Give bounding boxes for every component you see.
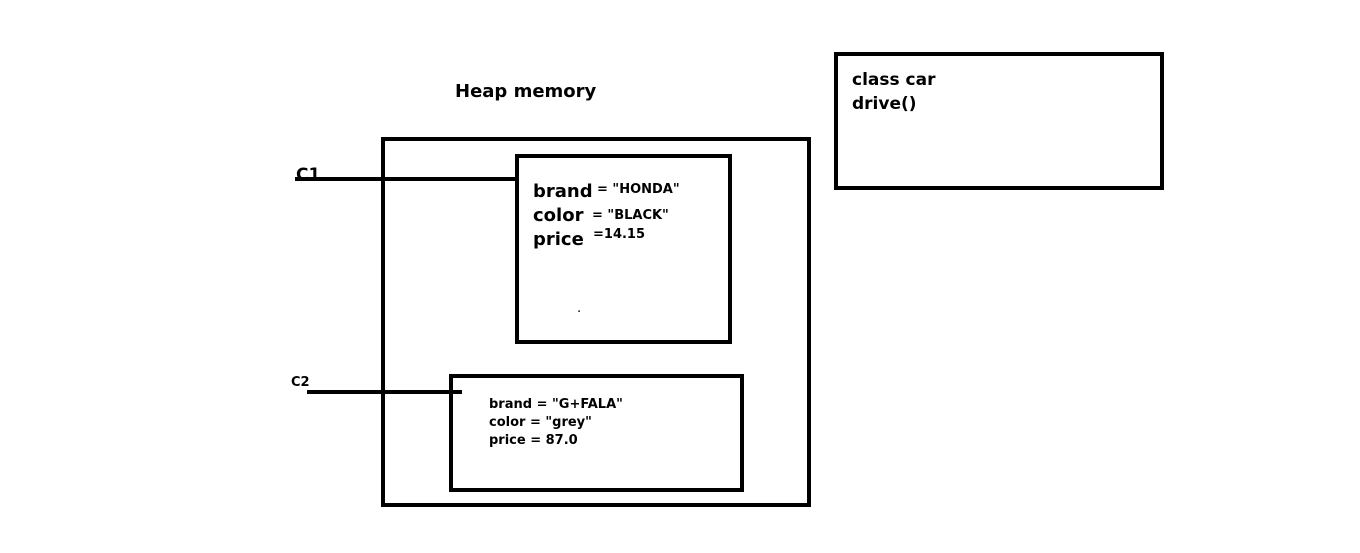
c2-color-line: color = "grey" xyxy=(489,415,592,430)
c1-brand-field: brand xyxy=(533,181,593,202)
object-c1-box xyxy=(515,154,732,344)
heap-memory-title: Heap memory xyxy=(455,81,597,102)
c1-color-value: = "BLACK" xyxy=(592,208,669,223)
stray-dot: . xyxy=(577,301,582,316)
c2-brand-line: brand = "G+FALA" xyxy=(489,397,623,412)
c1-price-value: =14.15 xyxy=(593,227,646,242)
c1-reference-line xyxy=(295,177,517,181)
c2-price-line: price = 87.0 xyxy=(489,433,578,448)
c2-reference-line xyxy=(307,390,462,394)
c2-label: C2 xyxy=(291,375,310,390)
class-name-text: class car xyxy=(852,70,936,90)
class-car-box xyxy=(834,52,1164,190)
object-c2-box xyxy=(449,374,744,492)
class-method-text: drive() xyxy=(852,94,917,114)
heap-memory-box xyxy=(381,137,811,507)
c1-label: C1 xyxy=(296,165,321,185)
c1-price-field: price xyxy=(533,229,584,250)
c1-color-field: color xyxy=(533,205,584,226)
c1-brand-value: = "HONDA" xyxy=(597,182,680,197)
